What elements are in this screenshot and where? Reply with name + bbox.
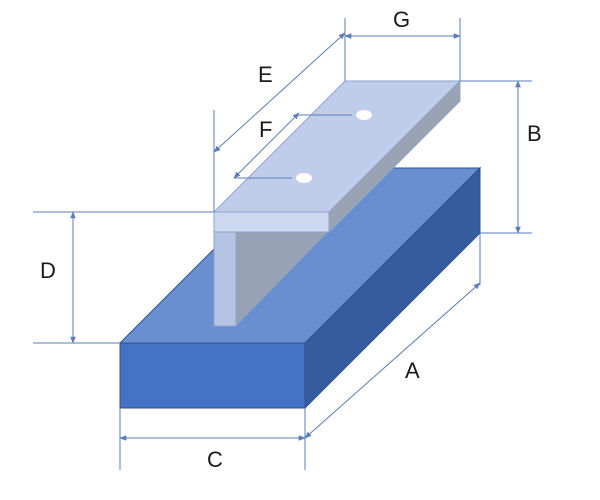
label-d: D: [40, 258, 56, 283]
dimension-f-line: [233, 112, 300, 179]
tee-web-front-face: [213, 231, 237, 327]
label-c: C: [207, 447, 223, 472]
label-e: E: [258, 62, 273, 87]
base-block-front-face: [119, 342, 306, 409]
label-a: A: [405, 358, 420, 383]
dimension-a-line: [304, 282, 481, 439]
mounting-hole: [356, 110, 372, 120]
mounting-hole: [296, 173, 312, 183]
label-g: G: [393, 7, 410, 32]
label-f: F: [259, 117, 272, 142]
tee-flange-front-face: [213, 211, 330, 233]
tee-web-side-face: [236, 232, 328, 326]
dimension-lines: [33, 18, 532, 470]
label-b: B: [527, 121, 542, 146]
dimension-labels: G E F B D A C: [40, 7, 542, 472]
